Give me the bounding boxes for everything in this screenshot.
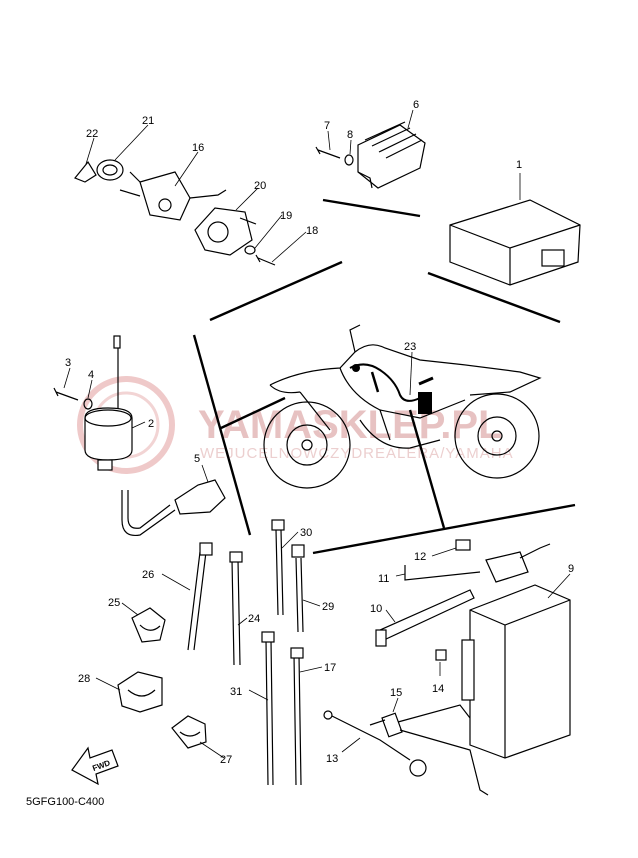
cable-tie-31 <box>248 631 275 786</box>
diagram-code: 5GFG100-C400 <box>26 796 104 808</box>
label-1: 1 <box>516 159 522 171</box>
label-30: 30 <box>300 527 312 539</box>
cable-tie-26 <box>161 542 213 651</box>
wire-harness-23 <box>349 351 434 414</box>
cover-21 <box>96 124 149 181</box>
label-15: 15 <box>390 687 402 699</box>
bolt-18 <box>255 231 307 266</box>
cable-tie-17 <box>290 647 323 786</box>
watermark-subtitle: WEJUCELNOWCZYDREALERA/YAMAHA <box>200 445 514 462</box>
battery-band-10 <box>375 589 475 647</box>
label-14: 14 <box>432 683 444 695</box>
label-21: 21 <box>142 115 154 127</box>
label-27: 27 <box>220 754 232 766</box>
label-25: 25 <box>108 597 120 609</box>
cap-22 <box>74 137 97 183</box>
label-13: 13 <box>326 753 338 765</box>
label-6: 6 <box>413 99 419 111</box>
label-24: 24 <box>248 613 260 625</box>
clamp-28 <box>95 671 163 713</box>
label-10: 10 <box>370 603 382 615</box>
label-8: 8 <box>347 129 353 141</box>
regulator-6 <box>357 109 426 189</box>
label-19: 19 <box>280 210 292 222</box>
label-22: 22 <box>86 128 98 140</box>
bolt-3 <box>53 367 79 401</box>
label-7: 7 <box>324 120 330 132</box>
label-20: 20 <box>254 180 266 192</box>
cable-tie-29 <box>291 544 321 633</box>
switch-20 <box>194 187 259 256</box>
label-3: 3 <box>65 357 71 369</box>
clamp-27 <box>171 715 225 759</box>
cable-tie-24 <box>229 551 248 666</box>
label-2: 2 <box>148 418 154 430</box>
forward-direction-arrow: FWD <box>71 746 119 786</box>
clip-14 <box>435 649 447 676</box>
label-31: 31 <box>230 686 242 698</box>
clamp-25 <box>121 602 166 643</box>
washer-4 <box>83 379 93 410</box>
label-29: 29 <box>322 601 334 613</box>
spark-plug-cap-5 <box>121 464 226 537</box>
motorcycle-outline <box>263 324 542 489</box>
label-28: 28 <box>78 673 90 685</box>
label-5: 5 <box>194 453 200 465</box>
starter-relay-11 <box>395 543 551 583</box>
washer-19 <box>244 214 283 255</box>
label-16: 16 <box>192 142 204 154</box>
label-4: 4 <box>88 369 94 381</box>
ignition-coil-2 <box>84 335 146 471</box>
cdi-unit-1 <box>449 173 581 286</box>
cable-tie-30 <box>271 519 299 616</box>
bolt-7 <box>315 130 341 159</box>
main-switch-16 <box>119 151 227 221</box>
battery-9 <box>461 573 571 759</box>
label-23: 23 <box>404 341 416 353</box>
label-12: 12 <box>414 551 426 563</box>
label-9: 9 <box>568 563 574 575</box>
section-dividers <box>192 198 576 555</box>
fuse-holder-15 <box>369 697 489 796</box>
label-11: 11 <box>378 573 389 585</box>
part-number-labels: 1 2 3 4 5 6 7 8 9 10 11 12 13 14 15 16 1… <box>65 99 574 766</box>
washer-8 <box>344 139 354 166</box>
label-26: 26 <box>142 569 154 581</box>
battery-lead-13 <box>323 710 427 777</box>
label-17: 17 <box>324 662 336 674</box>
fuse-12 <box>431 539 471 557</box>
label-18: 18 <box>306 225 318 237</box>
